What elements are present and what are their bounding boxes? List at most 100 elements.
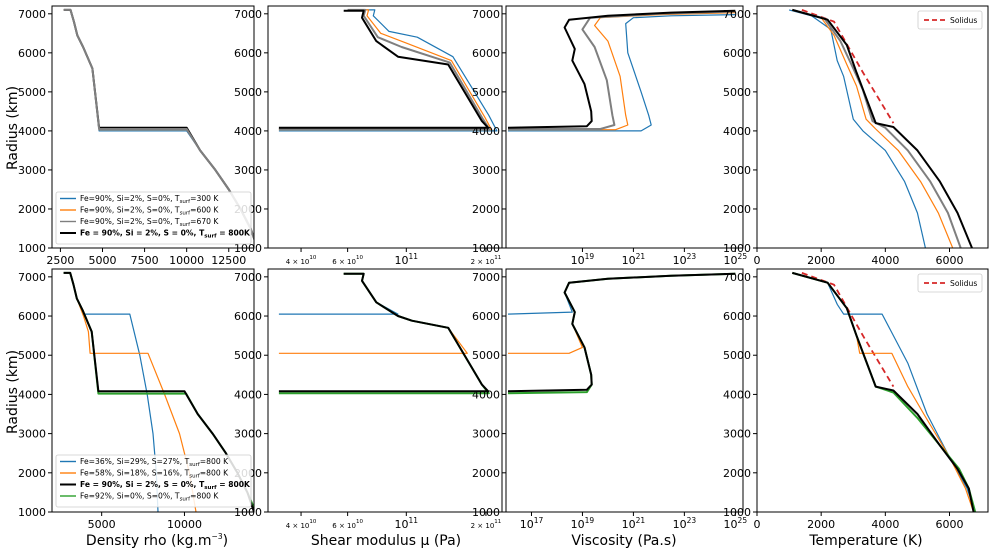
series-line-blue: [507, 273, 736, 315]
y-tick-label: 4000: [234, 125, 262, 138]
y-tick-label: 5000: [472, 349, 500, 362]
y-tick-label: 6000: [18, 47, 46, 60]
legend-entry: Fe = 90%, Si = 2%, S = 0%, Tsurf = 800K: [80, 480, 251, 491]
legend-top: Fe=90%, Si=2%, S=0%, Tsurf=300 KFe=90%, …: [55, 191, 252, 245]
x-tick-label: 1017: [520, 516, 544, 531]
y-tick-label: 6000: [723, 310, 751, 323]
y-tick-label: 3000: [234, 428, 262, 441]
legend-entry: Fe=92%, Si=0%, S=0%, Tsurf=800 K: [80, 492, 219, 503]
y-tick-label: 4000: [472, 125, 500, 138]
series-line-gray: [278, 8, 491, 130]
series-group: [278, 272, 490, 395]
xlabel-temperature: Temperature (K): [808, 533, 922, 549]
y-tick-label: 7000: [723, 8, 751, 21]
y-tick-label: 3000: [18, 164, 46, 177]
y-tick-label: 1000: [723, 242, 751, 255]
y-tick-label: 1000: [18, 242, 46, 255]
x-tick-label: 1025: [724, 516, 748, 531]
legend-entry: Fe=90%, Si=2%, S=0%, Tsurf=300 K: [80, 194, 219, 205]
series-line-orange: [792, 9, 954, 248]
legend-bottom: Fe=36%, Si=29%, S=27%, Tsurf=800 KFe=58%…: [55, 454, 252, 508]
y-tick-label: 5000: [234, 86, 262, 99]
y-tick-label: 6000: [234, 310, 262, 323]
y-tick-label: 1000: [234, 242, 262, 255]
series-line-blue: [278, 273, 399, 315]
y-tick-label: 4000: [723, 388, 751, 401]
series-line-green: [792, 271, 977, 512]
y-tick-label: 1000: [472, 242, 500, 255]
y-tick-label: 7000: [472, 271, 500, 284]
legend-entry: Fe=58%, Si=18%, S=16%, Tsurf=800 K: [80, 469, 229, 480]
axes-frame: [505, 268, 744, 513]
y-tick-label: 2000: [723, 203, 751, 216]
y-tick-label: 2000: [472, 467, 500, 480]
y-tick-label: 5000: [723, 86, 751, 99]
x-tick-label: 2000: [807, 254, 835, 267]
y-tick-label: 4000: [18, 125, 46, 138]
y-tick-label: 2000: [18, 203, 46, 216]
x-tick-label: 1019: [571, 516, 595, 531]
y-tick-label: 6000: [18, 310, 46, 323]
xlabel-density: Density rho (kg.m−3): [86, 532, 228, 549]
xlabel-shear: Shear modulus μ (Pa): [311, 533, 461, 549]
x-tick-label: 0: [754, 518, 761, 531]
series-line-blue: [508, 14, 736, 132]
y-tick-label: 6000: [723, 47, 751, 60]
y-tick-label: 1000: [18, 506, 46, 519]
y-tick-label: 7000: [472, 8, 500, 21]
y-tick-label: 6000: [472, 310, 500, 323]
y-tick-label: 5000: [472, 86, 500, 99]
y-tick-label: 7000: [723, 271, 751, 284]
x-tick-label: 1011: [395, 516, 419, 531]
legend-entry: Fe=90%, Si=2%, S=0%, Tsurf=600 K: [80, 206, 219, 217]
x-tick-label: 1025: [724, 252, 748, 267]
y-tick-label: 3000: [723, 164, 751, 177]
y-tick-label: 3000: [234, 164, 262, 177]
series-line-orange: [508, 12, 736, 131]
x-tick-label: 5000: [88, 518, 116, 531]
y-tick-label: 3000: [18, 428, 46, 441]
series-line-black: [792, 8, 973, 248]
x-tick-label: 12500: [211, 254, 246, 267]
x-tick-label: 10000: [167, 518, 202, 531]
legend-label: Solidus: [950, 279, 977, 288]
y-tick-label: 7000: [234, 8, 262, 21]
x-tick-label: 6000: [936, 254, 964, 267]
series-group: [278, 8, 498, 132]
y-tick-label: 4000: [472, 388, 500, 401]
series-line-black: [278, 272, 490, 393]
xlabel-viscosity: Viscosity (Pa.s): [571, 533, 676, 549]
legend-entry: Fe=36%, Si=29%, S=27%, Tsurf=800 K: [80, 457, 229, 468]
axes-frame: [756, 5, 989, 249]
x-tick-label: 4 × 1010: [286, 519, 317, 530]
x-tick-label: 6 × 1010: [332, 255, 363, 266]
x-tick-label: 1023: [673, 516, 697, 531]
ylabel-top: Radius (km): [5, 86, 21, 170]
y-tick-label: 4000: [18, 388, 46, 401]
x-tick-label: 1011: [395, 252, 419, 267]
series-line-black: [507, 272, 736, 393]
ylabel-bottom: Radius (km): [5, 350, 21, 434]
x-tick-label: 10000: [169, 254, 204, 267]
axes-frame: [505, 5, 744, 249]
y-tick-label: 6000: [472, 47, 500, 60]
y-tick-label: 5000: [723, 349, 751, 362]
x-tick-label: 4000: [871, 254, 899, 267]
y-tick-label: 2000: [723, 467, 751, 480]
series-line-orange: [278, 9, 493, 131]
y-tick-label: 1000: [472, 506, 500, 519]
y-tick-label: 5000: [18, 86, 46, 99]
y-tick-label: 2000: [18, 467, 46, 480]
x-tick-label: 2 × 1011: [471, 519, 502, 530]
y-tick-label: 6000: [234, 47, 262, 60]
series-line-blue: [278, 9, 498, 132]
legend-entry: Fe=90%, Si=2%, S=0%, Tsurf=670 K: [80, 217, 219, 228]
series-line-gray: [508, 10, 736, 130]
y-tick-label: 3000: [472, 164, 500, 177]
series-group: [507, 272, 736, 395]
